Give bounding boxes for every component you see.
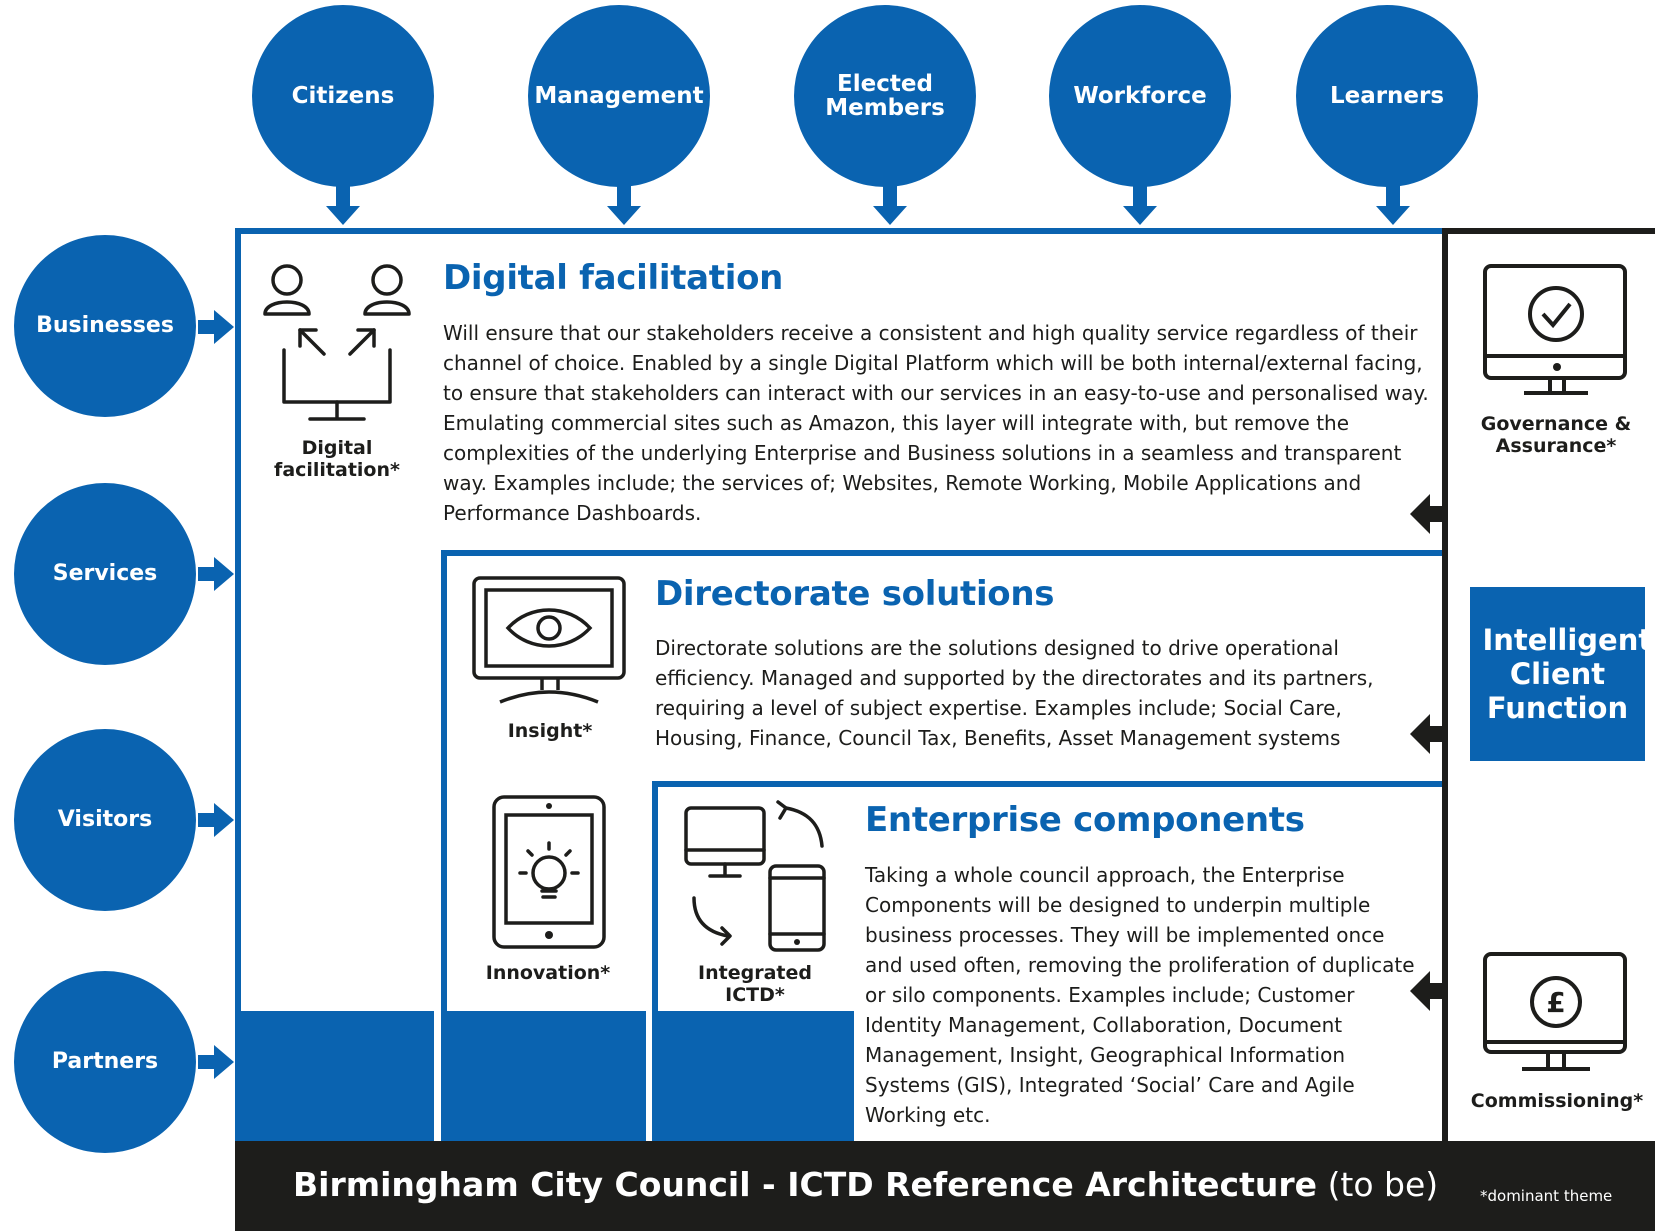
enterprise-components-text: Taking a whole council approach, the Ent… — [865, 863, 1415, 1127]
column-base — [652, 1011, 854, 1151]
digital-facilitation-text: Will ensure that our stakeholders receiv… — [443, 321, 1429, 525]
digital-facilitation-title: Digital facilitation — [443, 258, 784, 298]
insight-icon-label: Insight* — [507, 720, 593, 742]
commissioning-label: Commissioning* — [1470, 1090, 1644, 1112]
stakeholder-label: Businesses — [36, 313, 174, 339]
innovation-icon-label: Innovation* — [485, 962, 611, 984]
digital-facilitation-icon-label: Digital facilitation* — [274, 437, 400, 481]
devices-sync-icon — [684, 800, 826, 952]
right-arrow-icon — [198, 803, 234, 837]
stakeholder-elected-members: Elected Members — [794, 5, 976, 187]
stakeholder-label: Learners — [1329, 82, 1445, 109]
stakeholder-services: Services — [14, 483, 196, 665]
stakeholder-label: Elected Members — [825, 70, 945, 121]
footer-title-light: (to be) — [1327, 1165, 1439, 1204]
right-arrow-icon — [198, 1045, 234, 1079]
top-arrows — [326, 186, 1410, 225]
stakeholder-label: Management — [534, 82, 704, 109]
down-arrow-icon — [607, 186, 641, 225]
footer-bar: Birmingham City Council - ICTD Reference… — [235, 1141, 1655, 1231]
footer-title: Birmingham City Council - ICTD Reference… — [293, 1165, 1438, 1204]
pound-monitor-icon: £ — [1483, 952, 1627, 1071]
stakeholder-citizens: Citizens — [252, 5, 434, 187]
people-exchange-icon — [263, 264, 411, 421]
directorate-solutions-text: Directorate solutions are the solutions … — [655, 636, 1374, 750]
left-arrow-icon — [1410, 971, 1447, 1011]
stakeholder-label: Workforce — [1073, 82, 1207, 109]
stakeholder-label: Visitors — [57, 807, 153, 833]
enterprise-components-title: Enterprise components — [865, 800, 1305, 840]
stakeholder-management: Management — [528, 5, 710, 187]
left-arrow-icon — [1410, 494, 1447, 534]
integrated-ictd-icon-label: Integrated ICTD* — [698, 962, 812, 1006]
governance-label: Governance & Assurance* — [1480, 413, 1632, 457]
icf-label: Intelligent Client Function — [1482, 623, 1653, 725]
stakeholder-label: Citizens — [291, 82, 395, 109]
right-arrow-icon — [198, 310, 234, 344]
down-arrow-icon — [873, 186, 907, 225]
column-base — [441, 1011, 646, 1151]
stakeholder-visitors: Visitors — [14, 729, 196, 911]
stakeholder-workforce: Workforce — [1049, 5, 1231, 187]
down-arrow-icon — [326, 186, 360, 225]
left-arrows — [198, 310, 234, 1079]
left-arrows-black — [1410, 494, 1447, 1011]
stakeholder-partners: Partners — [14, 971, 196, 1153]
check-monitor-icon — [1483, 264, 1627, 395]
lightbulb-tablet-icon — [492, 795, 606, 949]
footer-title-bold: Birmingham City Council - ICTD Reference… — [293, 1165, 1318, 1204]
stakeholder-label: Partners — [51, 1049, 159, 1075]
eye-monitor-icon — [472, 576, 626, 704]
stakeholder-learners: Learners — [1296, 5, 1478, 187]
column-base — [235, 1011, 434, 1151]
footer-note: *dominant theme — [1480, 1187, 1613, 1205]
stakeholder-label: Services — [52, 561, 158, 587]
svg-text:£: £ — [1546, 986, 1565, 1019]
down-arrow-icon — [1376, 186, 1410, 225]
intelligent-client-function-box: Intelligent Client Function — [1470, 587, 1653, 761]
stakeholder-businesses: Businesses — [14, 235, 196, 417]
right-arrow-icon — [198, 557, 234, 591]
directorate-solutions-title: Directorate solutions — [655, 574, 1055, 614]
down-arrow-icon — [1123, 186, 1157, 225]
left-arrow-icon — [1410, 714, 1447, 754]
